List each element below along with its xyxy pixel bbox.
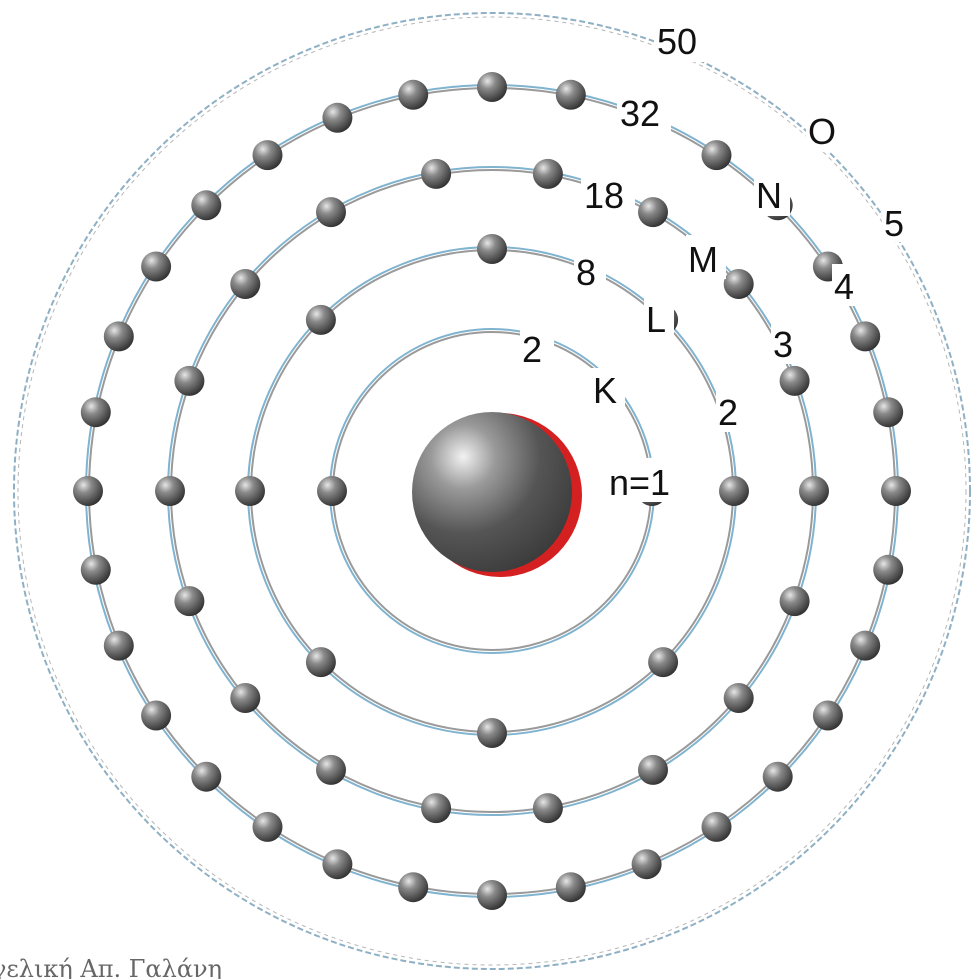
- electron-m: [316, 754, 346, 785]
- electron-n: [191, 190, 222, 221]
- electron-l: [305, 304, 336, 335]
- electron-n: [850, 630, 881, 661]
- electron-n: [873, 554, 904, 585]
- electron-m: [421, 793, 452, 824]
- shell-l-number: 2: [718, 392, 738, 433]
- shell-o-orbit: [13, 12, 971, 970]
- author-credit: γελική Απ. Γαλάνη: [0, 955, 222, 979]
- electron-n: [322, 102, 353, 133]
- shell-n-letter: N: [756, 175, 782, 216]
- shell-l-letter: L: [646, 299, 666, 340]
- electron-n: [555, 872, 586, 903]
- shell-k-number: n=1: [609, 462, 670, 503]
- shell-o-number: 5: [884, 203, 904, 244]
- electron-n: [398, 79, 429, 110]
- electron-n: [701, 140, 732, 171]
- electron-n: [73, 476, 103, 506]
- electrons: [73, 72, 911, 910]
- electron-l: [648, 647, 679, 678]
- electron-m: [155, 476, 185, 506]
- electron-m: [723, 269, 754, 299]
- shell-m-number: 3: [773, 324, 793, 365]
- electron-n: [252, 140, 283, 171]
- electron-m: [230, 683, 261, 713]
- shell-n-capacity: 32: [620, 93, 660, 134]
- shell-k-capacity: 2: [522, 329, 542, 370]
- shell-l-capacity: 8: [576, 252, 596, 293]
- electron-n: [103, 321, 134, 352]
- electron-l: [477, 718, 507, 748]
- electron-n: [103, 630, 134, 661]
- shell-n-number: 4: [834, 266, 854, 307]
- shell-m-capacity: 18: [584, 175, 624, 216]
- electron-m: [723, 683, 754, 713]
- electron-n: [141, 700, 172, 731]
- electron-l: [235, 476, 265, 506]
- electron-m: [230, 269, 261, 299]
- electron-m: [421, 158, 452, 189]
- electron-m: [779, 586, 810, 617]
- electron-m: [799, 476, 829, 506]
- nucleus: [412, 412, 582, 577]
- electron-n: [762, 761, 793, 792]
- electron-n: [873, 397, 904, 428]
- electron-n: [80, 397, 111, 428]
- shell-m-letter: M: [688, 239, 718, 280]
- electron-m: [779, 365, 810, 396]
- shell-k-letter: K: [593, 370, 617, 411]
- electron-n: [477, 72, 507, 102]
- electron-n: [141, 251, 172, 282]
- shell-labels: 2 K n=1 8 L 2 18 M 3 32 N 4 50 O 5: [520, 18, 914, 503]
- electron-l: [719, 476, 749, 506]
- electron-m: [174, 365, 205, 396]
- shell-o-letter: O: [808, 111, 836, 152]
- electron-n: [631, 849, 662, 880]
- electron-n: [850, 321, 881, 352]
- electron-n: [80, 554, 111, 585]
- electron-n: [398, 872, 429, 903]
- electron-n: [252, 811, 283, 842]
- shell-o-capacity: 50: [657, 21, 697, 62]
- electron-m: [174, 586, 205, 617]
- electron-n: [191, 761, 222, 792]
- electron-n: [477, 880, 507, 910]
- electron-n: [701, 811, 732, 842]
- electron-m: [532, 793, 563, 824]
- electron-n: [322, 849, 353, 880]
- electron-l: [477, 234, 507, 264]
- electron-l: [305, 647, 336, 678]
- electron-m: [316, 197, 346, 228]
- electron-n: [812, 700, 843, 731]
- electron-m: [638, 754, 668, 785]
- electron-k: [317, 476, 347, 506]
- electron-n: [555, 79, 586, 110]
- electron-m: [638, 197, 668, 228]
- electron-m: [532, 158, 563, 189]
- electron-n: [881, 476, 911, 506]
